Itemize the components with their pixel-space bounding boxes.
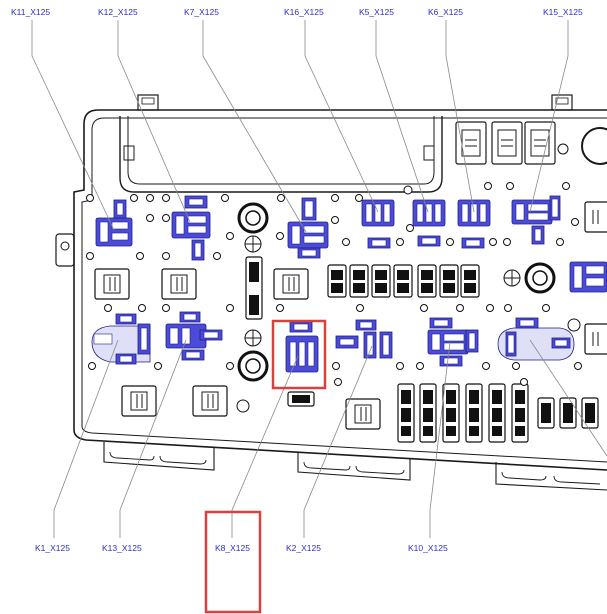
relay-sockets xyxy=(94,201,607,430)
label-k11: K11_X125 xyxy=(11,7,50,17)
leader-lines xyxy=(31,20,607,538)
fuse-row xyxy=(245,256,480,407)
top-channel xyxy=(119,116,443,195)
label-k15: K15_X125 xyxy=(543,7,583,17)
label-k13: K13_X125 xyxy=(102,543,142,553)
label-k1: K1_X125 xyxy=(35,543,70,553)
labels: K11_X125 K12_X125 K7_X125 K16_X125 K5_X1… xyxy=(11,7,583,553)
mounting-holes xyxy=(86,182,582,386)
label-k6: K6_X125 xyxy=(428,7,463,17)
label-k8: K8_X125 xyxy=(215,543,250,553)
blue-relays xyxy=(91,195,607,373)
label-k2: K2_X125 xyxy=(286,543,321,553)
label-k5: K5_X125 xyxy=(359,7,394,17)
label-k16: K16_X125 xyxy=(284,7,324,17)
label-k10: K10_X125 xyxy=(408,543,448,553)
top-right-relays xyxy=(455,121,607,165)
screw-icons xyxy=(236,202,581,413)
label-k12: K12_X125 xyxy=(98,7,138,17)
lower-fuse-bank xyxy=(397,383,599,443)
housing-outline xyxy=(55,94,607,471)
label-k7: K7_X125 xyxy=(184,7,219,17)
k8-highlight xyxy=(204,319,327,614)
bottom-clips xyxy=(103,442,607,491)
